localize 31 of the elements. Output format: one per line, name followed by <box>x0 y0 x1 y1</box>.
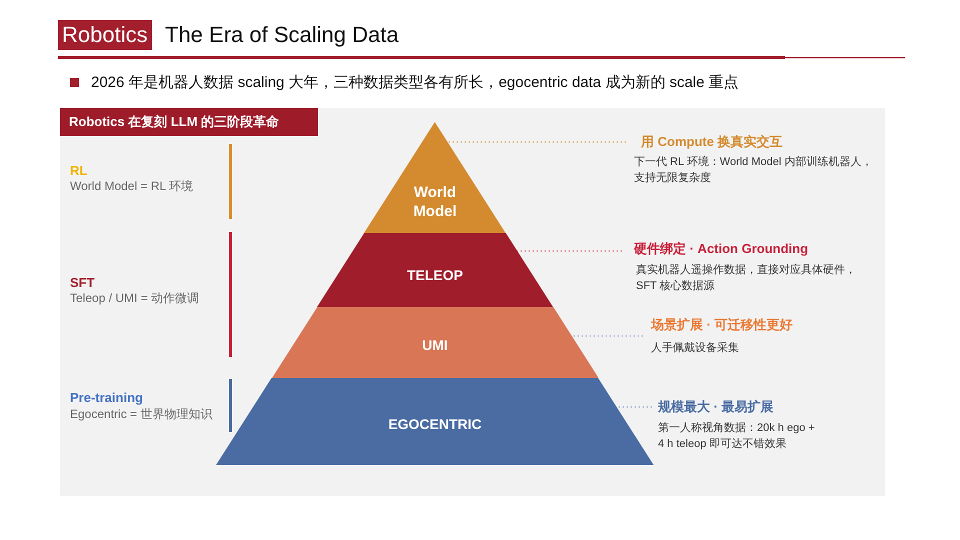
annotation-text: 真实机器人遥操作数据，直接对应具体硬件，SFT 核心数据源 <box>636 262 857 294</box>
bullet-text: 2026 年是机器人数据 scaling 大年，三种数据类型各有所长，egocentric data 成为新的 scale 重点 <box>91 73 739 93</box>
leader-line <box>517 250 622 252</box>
tier-label: World Model <box>412 183 458 221</box>
heading-bar: Robotics 在复刻 LLM 的三阶段革命 <box>60 108 318 136</box>
annotation-text: 人手佩戴设备采集 <box>651 341 740 356</box>
leader-line <box>616 406 652 408</box>
tier-label: TELEOP <box>406 266 464 284</box>
stage-heading: SFT <box>70 275 95 291</box>
annotation-heading: 规模最大 · 最易扩展 <box>658 398 774 416</box>
annotation-heading: 场景扩展 · 可迁移性更好 <box>651 316 793 334</box>
annotation-heading: 用 Compute 换真实交互 <box>641 133 783 151</box>
leader-line <box>448 141 626 143</box>
pyramid-tier <box>364 122 506 233</box>
stage-description: World Model = RL 环境 <box>70 178 194 194</box>
leader-line <box>572 335 643 337</box>
pyramid-tier <box>272 307 598 378</box>
stage-heading: Pre-training <box>70 390 143 406</box>
annotation-heading: 硬件绑定 · Action Grounding <box>634 240 808 258</box>
pyramid-tier <box>216 378 654 465</box>
slide-title: The Era of Scaling Data <box>165 21 399 49</box>
section-badge: Robotics <box>58 20 152 50</box>
tier-label: UMI <box>421 336 449 354</box>
stage-description: Egocentric = 世界物理知识 <box>70 406 212 422</box>
stage-description: Teleop / UMI = 动作微调 <box>70 290 200 306</box>
panel <box>60 108 885 496</box>
tier-label: EGOCENTRIC <box>387 415 483 433</box>
stage-heading: RL <box>70 163 88 179</box>
annotation-text: 下一代 RL 环境：World Model 内部训练机器人，支持无限复杂度 <box>634 154 874 186</box>
annotation-text: 第一人称视角数据：20k h ego + 4 h teleop 即可达不错效果 <box>658 421 816 452</box>
pyramid-tier <box>316 233 554 307</box>
